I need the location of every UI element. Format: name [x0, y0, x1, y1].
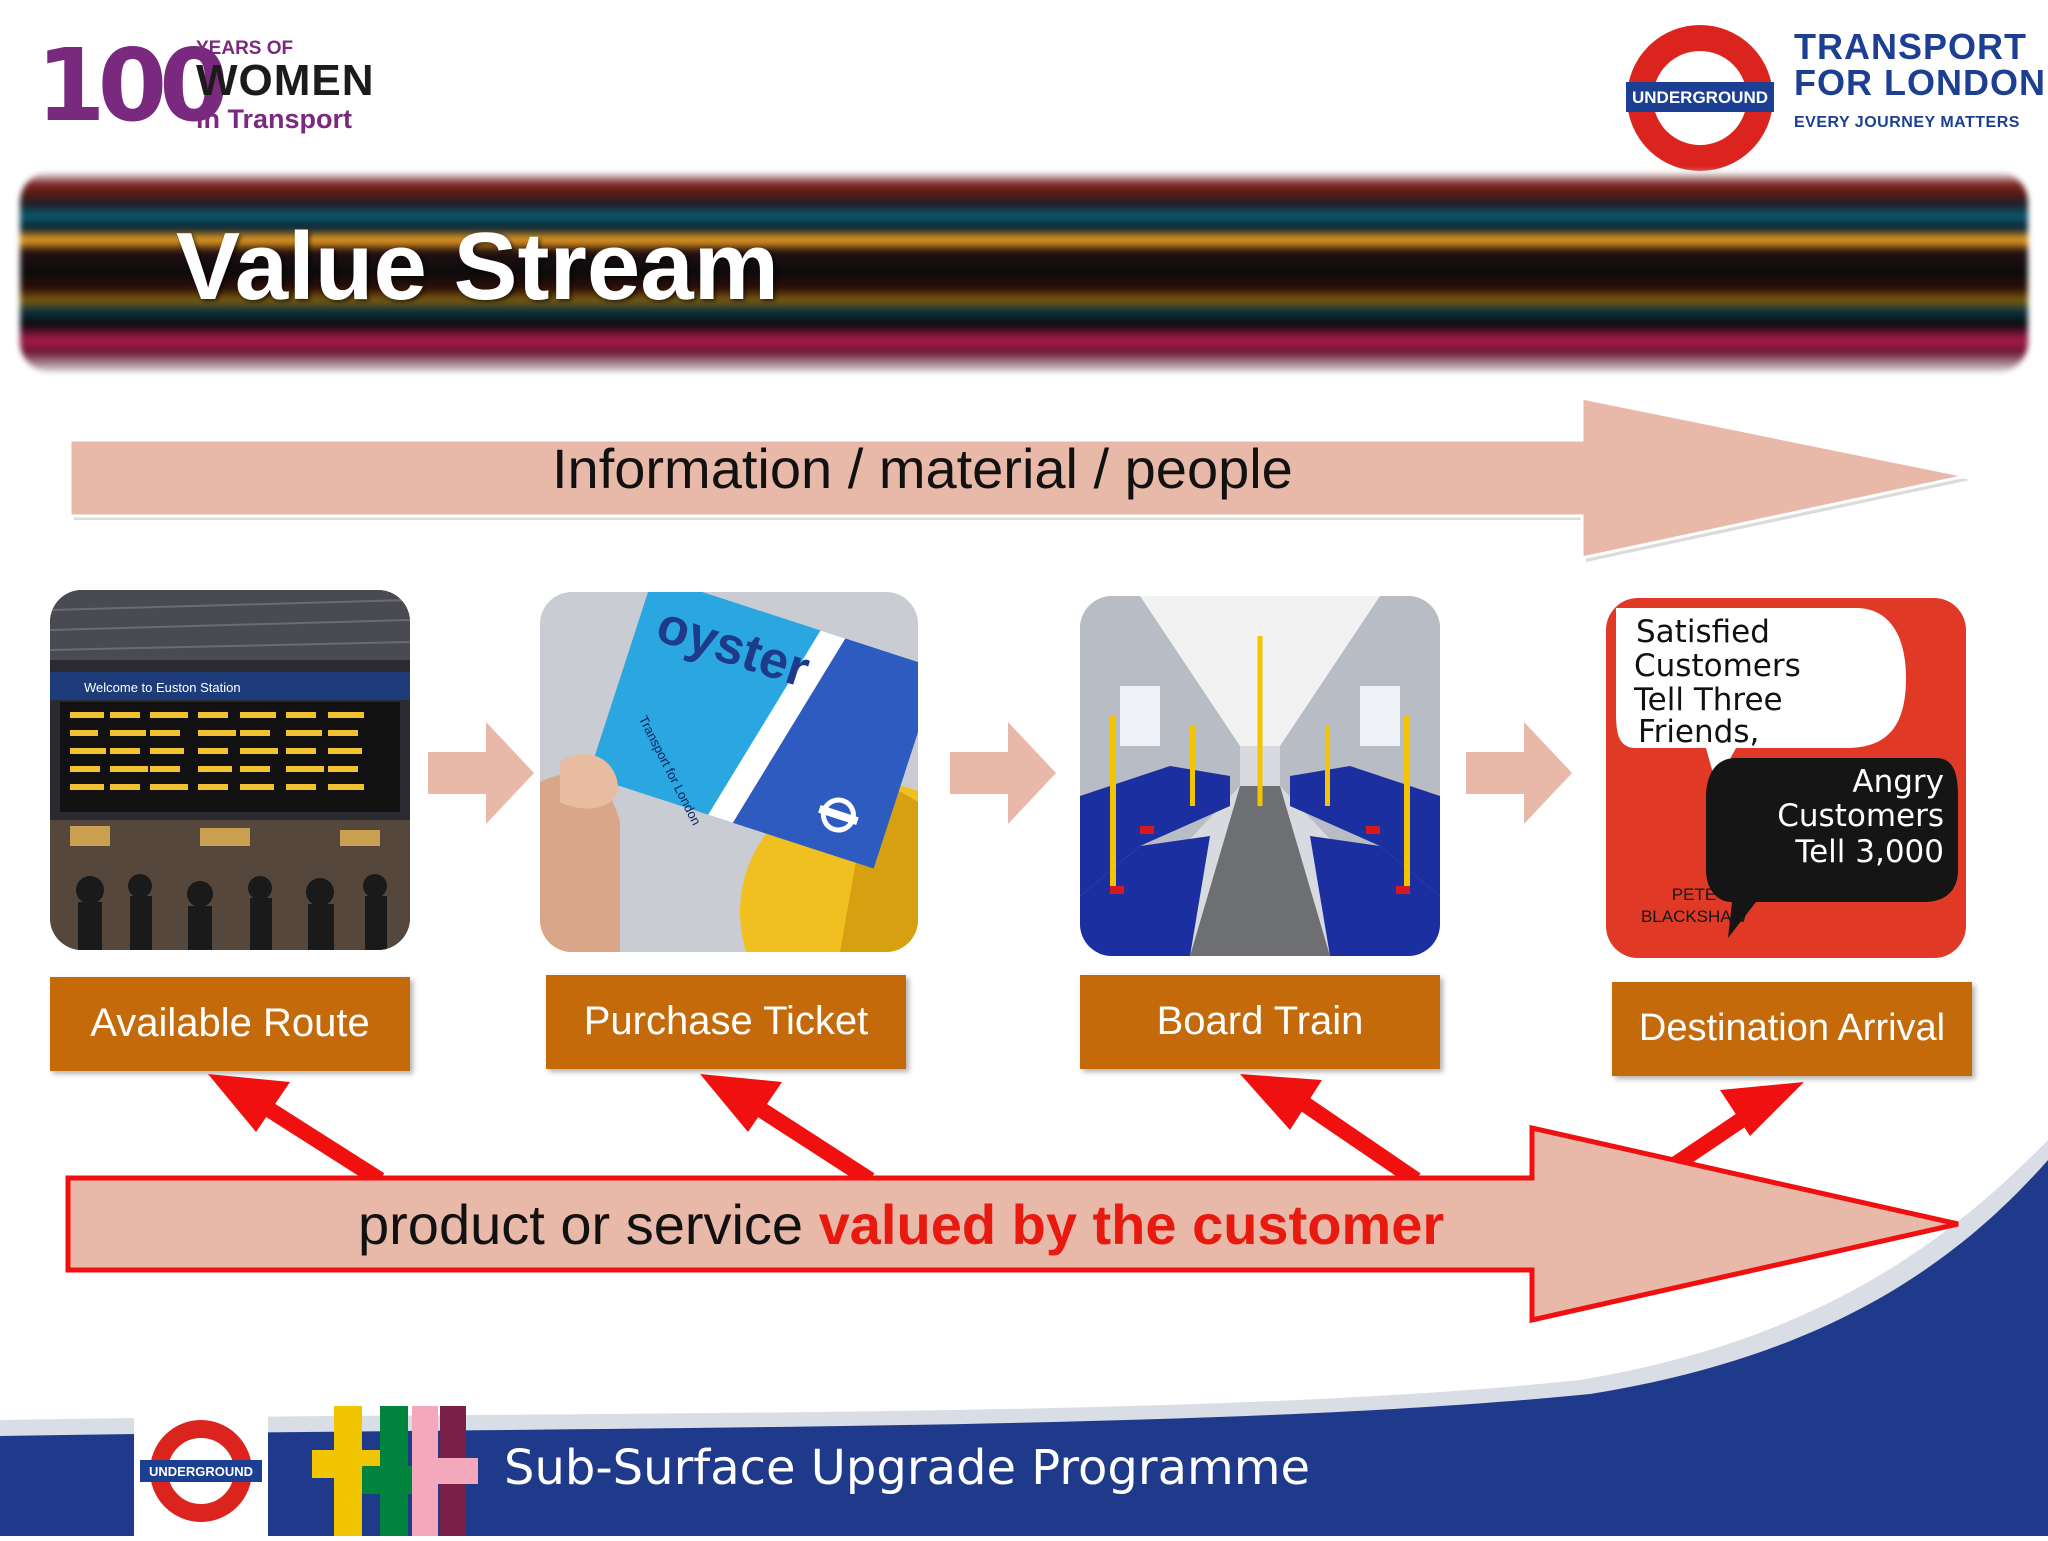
roundel-label: UNDERGROUND [1632, 88, 1768, 107]
tfl-title-line2: FOR LONDON [1794, 62, 2046, 103]
programme-lines-logo [312, 1406, 478, 1536]
logo-years-of: YEARS OF [196, 38, 294, 59]
logo-women: WOMEN [196, 56, 375, 105]
step-arrow-icon [1466, 722, 1572, 824]
tfl-title-line1: TRANSPORT [1794, 26, 2027, 67]
step-arrow-icon [950, 722, 1056, 824]
title-banner [20, 172, 2028, 372]
book-author-first: PETE [1672, 885, 1716, 904]
value-label-prefix: product or service [358, 1193, 819, 1256]
information-flow-arrow [68, 396, 1970, 562]
footer-swoosh [0, 1140, 2048, 1536]
book-line-1: Satisfied [1636, 614, 1770, 650]
underground-roundel-icon: UNDERGROUND [1626, 25, 1774, 171]
book-line-3: Tell Three [1633, 682, 1783, 718]
tfl-tagline: EVERY JOURNEY MATTERS [1794, 114, 2020, 131]
tube-carriage-image [1080, 596, 1440, 956]
logo-number: 100 [36, 27, 229, 144]
step-board-train: Board Train [1080, 975, 1440, 1069]
book-line-7: Tell 3,000 [1794, 834, 1944, 870]
footer-programme-title: Sub-Surface Upgrade Programme [504, 1440, 1311, 1496]
book-cover-image: Satisfied Customers Tell Three Friends, … [1606, 598, 1966, 958]
book-author-last: BLACKSHAW [1641, 907, 1747, 926]
logo-in-transport: in Transport [196, 104, 353, 134]
step-destination-arrival: Destination Arrival [1612, 982, 1972, 1076]
departure-board-welcome: Welcome to Euston Station [84, 680, 241, 695]
book-line-6: Customers [1777, 798, 1944, 834]
step-available-route: Available Route [50, 977, 410, 1071]
underground-roundel-icon: UNDERGROUND [140, 1420, 262, 1522]
page-title: Value Stream [176, 213, 779, 320]
customer-value-arrow [65, 1124, 1959, 1324]
book-line-5: Angry [1852, 764, 1944, 800]
station-departure-board-image: Welcome to Euston Station [50, 590, 410, 950]
step-arrow-icon [428, 722, 534, 824]
book-line-4: Friends, [1638, 714, 1759, 750]
book-line-2: Customers [1634, 648, 1801, 684]
oyster-card-image: oyster Transport for London [540, 592, 918, 952]
step-purchase-ticket: Purchase Ticket [546, 975, 906, 1069]
value-label-emphasis: valued by the customer [818, 1193, 1445, 1256]
footer-roundel-label: UNDERGROUND [149, 1464, 253, 1479]
footer-roundel-tile: UNDERGROUND [134, 1406, 268, 1536]
information-flow-label: Information / material / people [552, 437, 1293, 500]
customer-value-label: product or service valued by the custome… [358, 1192, 1444, 1257]
women-in-transport-logo: 100 YEARS OF WOMEN in Transport [36, 27, 374, 144]
